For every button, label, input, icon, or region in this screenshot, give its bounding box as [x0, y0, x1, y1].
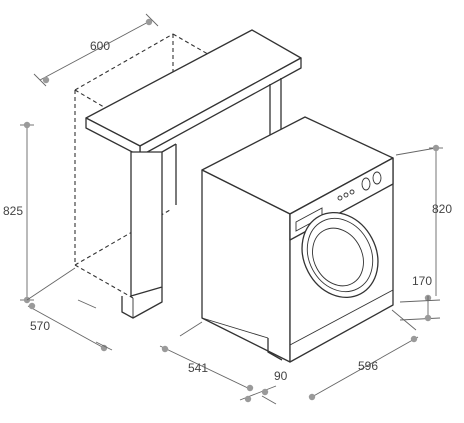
worktop [85, 29, 302, 319]
dimension-label-541: 541 [188, 361, 208, 375]
dimension-label-820: 820 [432, 202, 452, 216]
dimension-label-825: 825 [3, 204, 23, 218]
dimension-label-596: 596 [358, 359, 378, 373]
button-icon [349, 189, 355, 195]
washing-machine [201, 116, 394, 363]
dimension-label-90: 90 [274, 369, 288, 383]
dimension-label-170: 170 [412, 274, 432, 288]
dimension-lines [20, 13, 443, 405]
dial-knob-icon [361, 177, 371, 191]
dimension-label-600: 600 [90, 39, 110, 53]
dial-knob-icon [372, 171, 382, 185]
button-icon [343, 192, 349, 198]
button-icon [337, 195, 343, 201]
dimension-label-570: 570 [30, 319, 50, 333]
